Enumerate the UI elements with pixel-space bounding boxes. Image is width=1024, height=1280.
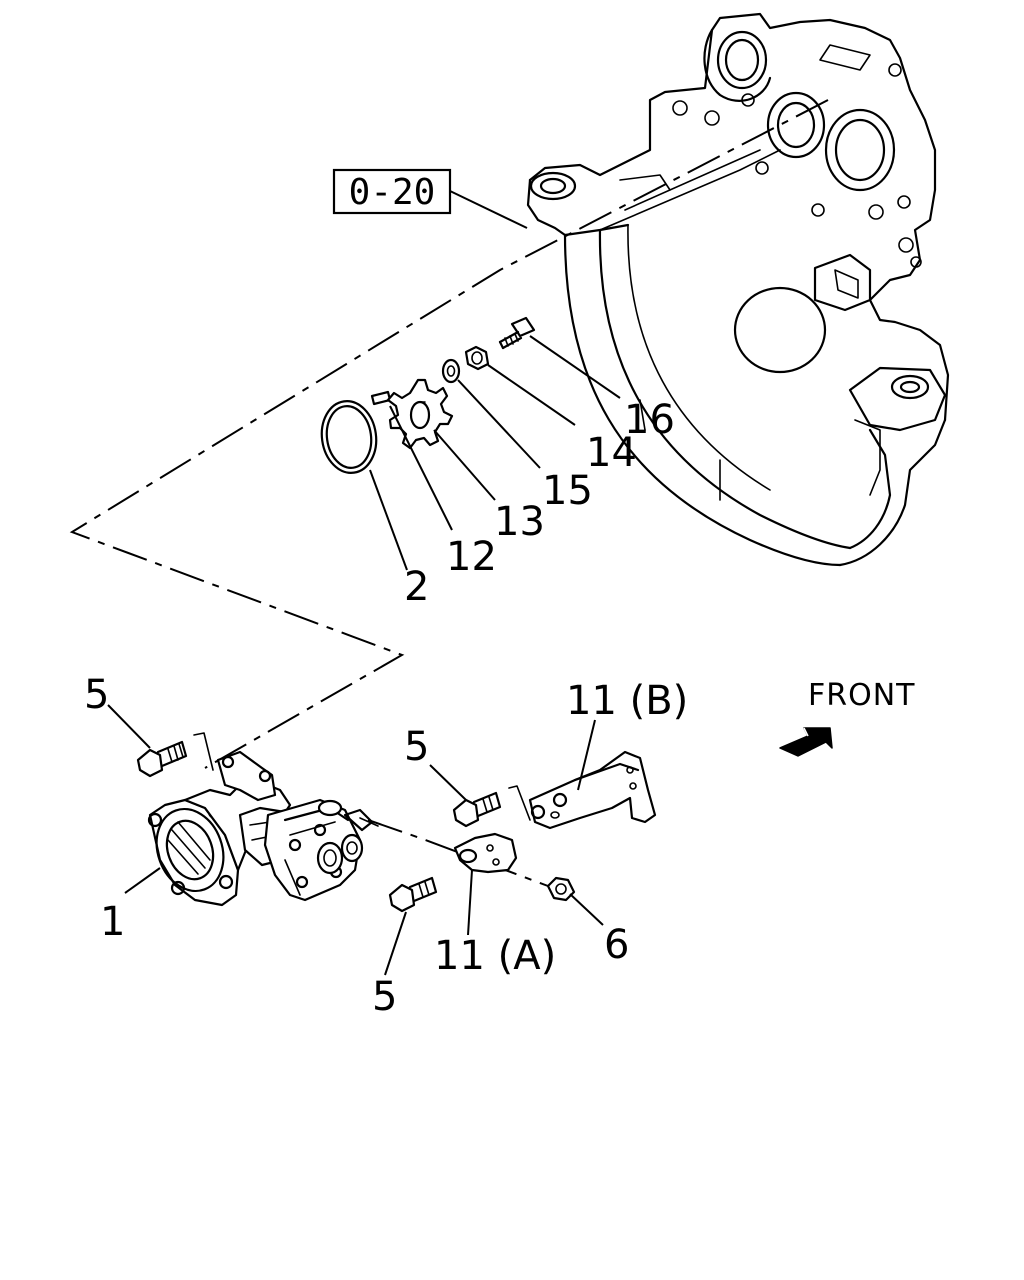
part-13-gear[interactable] (386, 378, 454, 450)
bolt-path-marker-b (508, 785, 531, 821)
part-15-washer[interactable] (441, 358, 461, 384)
callout-15: 15 (542, 468, 593, 514)
callout-12: 12 (446, 534, 497, 580)
part-2-o-ring[interactable] (317, 398, 380, 477)
callout-13: 13 (494, 499, 545, 545)
part-12-key[interactable] (370, 390, 392, 406)
part-6-nut[interactable] (546, 876, 576, 902)
callout-5-upper: 5 (84, 672, 109, 718)
centerline-upper (69, 99, 829, 769)
callout-6: 6 (604, 922, 629, 968)
reference-label: 0-20 (349, 172, 436, 213)
callout-16: 16 (624, 397, 675, 443)
reference-box[interactable]: 0-20 (332, 168, 528, 229)
part-14-nut[interactable] (464, 345, 490, 371)
part-5-bolt-center[interactable] (452, 791, 502, 828)
part-1-pump[interactable] (146, 750, 379, 907)
leader-lines (107, 335, 621, 976)
part-11a-bracket[interactable] (453, 832, 518, 874)
callout-5-center: 5 (404, 724, 429, 770)
callout-1: 1 (100, 899, 125, 945)
part-5-bolt-lower[interactable] (388, 876, 438, 913)
callout-5-lower: 5 (372, 974, 397, 1020)
flywheel-housing (526, 12, 950, 567)
front-label: FRONT (808, 678, 915, 713)
callout-14: 14 (586, 430, 637, 476)
front-arrow-icon (779, 727, 833, 757)
part-5-bolt-upper[interactable] (136, 740, 188, 778)
callout-2: 2 (404, 564, 429, 610)
part-16-stud[interactable] (498, 316, 536, 350)
bolt-path-marker-upper (193, 732, 214, 771)
callout-11b: 11 (B) (566, 678, 688, 724)
callout-11a: 11 (A) (434, 933, 556, 979)
part-11b-bracket[interactable] (528, 750, 657, 830)
